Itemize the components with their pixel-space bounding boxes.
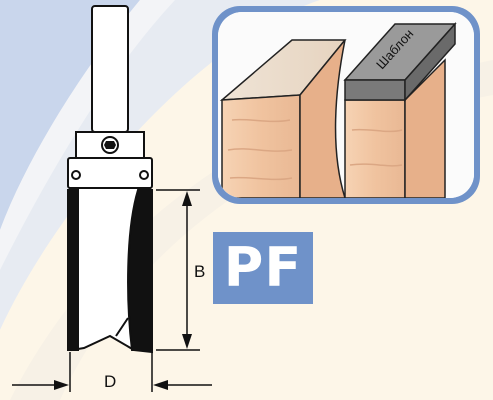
router-bit <box>67 5 154 354</box>
left-cutter <box>67 189 79 351</box>
wood-workpiece-left <box>219 39 347 198</box>
template-block <box>343 22 457 102</box>
dimension-d <box>12 352 212 392</box>
dimension-b-label: B <box>194 262 206 281</box>
right-cutter <box>127 189 153 351</box>
profile-badge: PF <box>213 232 313 304</box>
dimension-b <box>156 189 200 351</box>
bit-shank <box>91 5 129 133</box>
bit-body-top <box>67 157 153 189</box>
profile-badge-label: PF <box>223 236 303 299</box>
template-inset: Шаблон <box>212 6 480 204</box>
wood-workpiece-right <box>344 58 446 198</box>
dimension-d-label: D <box>104 372 117 391</box>
